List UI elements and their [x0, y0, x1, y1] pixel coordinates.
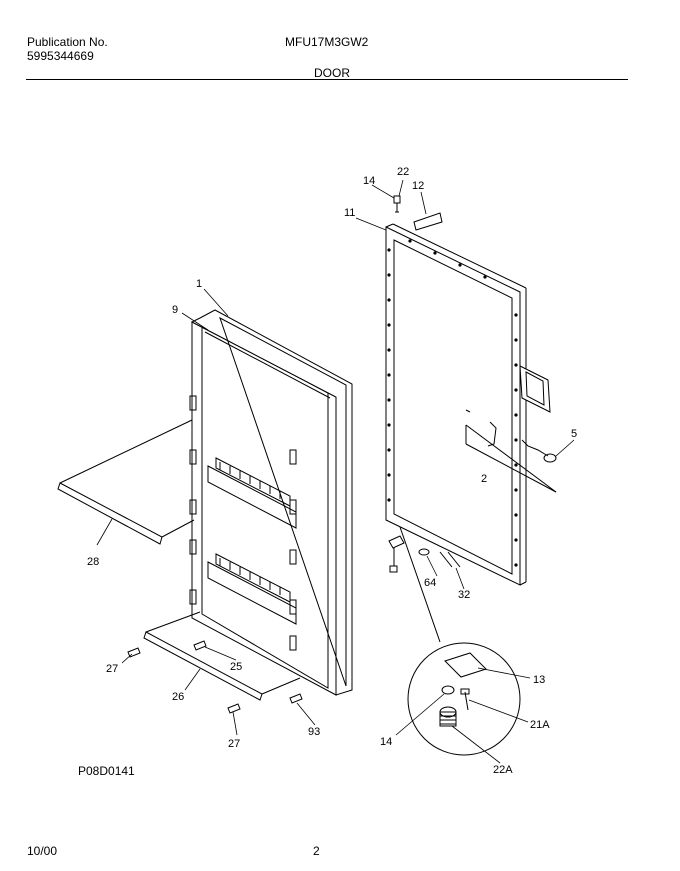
publication-number: 5995344669	[27, 49, 94, 63]
page-number: 2	[313, 844, 320, 858]
callout-28: 28	[87, 556, 99, 568]
outer-door-fasteners	[387, 239, 518, 567]
callout-14-detail: 14	[380, 736, 392, 748]
callout-11: 11	[344, 207, 355, 219]
leader-lines	[96, 179, 575, 764]
header-divider	[26, 79, 628, 80]
door-handle	[465, 365, 557, 493]
callout-27-left: 27	[106, 663, 118, 675]
callout-22a: 22A	[493, 764, 513, 776]
section-title: DOOR	[314, 66, 350, 80]
callout-22: 22	[397, 166, 409, 178]
callout-9: 9	[172, 304, 178, 316]
callout-12: 12	[412, 180, 424, 192]
footer-date: 10/00	[27, 844, 58, 858]
callout-13: 13	[533, 674, 545, 686]
door-shelf-bar-lower	[143, 611, 301, 701]
outer-door-panel	[385, 223, 527, 586]
publication-label: Publication No.	[27, 35, 108, 49]
door-liner	[189, 309, 353, 696]
callout-64: 64	[424, 577, 436, 589]
callout-1: 1	[196, 278, 202, 290]
part-callouts: 1 9 22 14 12 11 5 2 28 64 32 13 21A 14 2…	[87, 166, 577, 776]
callout-27-bottom: 27	[228, 738, 240, 750]
bottom-hinge-area	[388, 535, 461, 573]
callout-2: 2	[481, 473, 487, 485]
top-hinge-parts	[393, 195, 443, 231]
callout-93: 93	[308, 726, 320, 738]
callout-32: 32	[458, 589, 470, 601]
model-number: MFU17M3GW2	[285, 35, 369, 49]
callout-14-top: 14	[363, 175, 375, 187]
callout-21a: 21A	[530, 719, 550, 731]
callout-26: 26	[172, 691, 184, 703]
hinge-detail-circle	[407, 642, 521, 756]
drawing-code: P08D0141	[78, 764, 135, 778]
callout-25: 25	[230, 661, 242, 673]
door-shelf-bar-upper	[57, 419, 195, 545]
callout-5: 5	[571, 428, 577, 440]
